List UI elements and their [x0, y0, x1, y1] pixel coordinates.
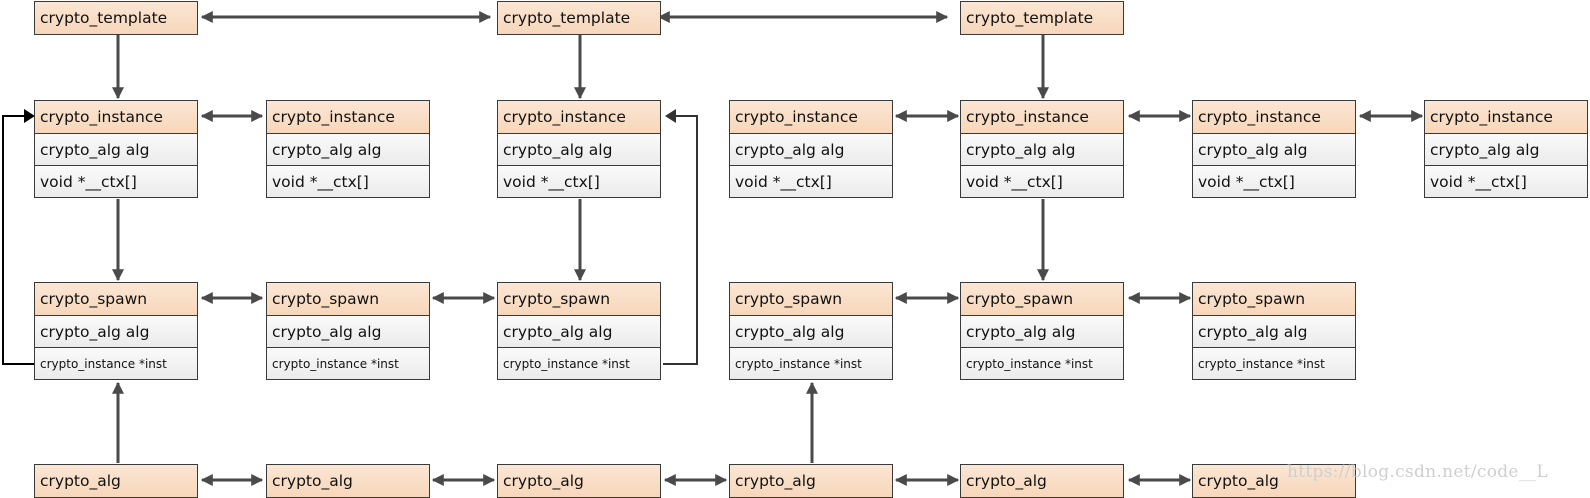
crypto-instance-box-4: crypto_instance crypto_alg alg void *__c… — [729, 100, 893, 198]
struct-name: crypto_spawn — [961, 283, 1123, 315]
crypto-alg-box-3: crypto_alg — [497, 464, 661, 498]
crypto-spawn-box-4: crypto_spawn crypto_alg alg crypto_insta… — [729, 282, 893, 380]
inst-field: crypto_instance *inst — [498, 347, 660, 379]
crypto-instance-box-6: crypto_instance crypto_alg alg void *__c… — [1192, 100, 1356, 198]
alg-field: crypto_alg alg — [961, 315, 1123, 347]
inst-field: crypto_instance *inst — [961, 347, 1123, 379]
crypto-spawn-box-3: crypto_spawn crypto_alg alg crypto_insta… — [497, 282, 661, 380]
struct-name: crypto_instance — [35, 101, 197, 133]
struct-name: crypto_instance — [267, 101, 429, 133]
struct-name: crypto_spawn — [1193, 283, 1355, 315]
crypto-alg-box-2: crypto_alg — [266, 464, 430, 498]
alg-field: crypto_alg alg — [730, 315, 892, 347]
ctx-field: void *__ctx[] — [35, 165, 197, 197]
struct-name: crypto_alg — [730, 465, 892, 497]
inst-field: crypto_instance *inst — [730, 347, 892, 379]
alg-field: crypto_alg alg — [498, 315, 660, 347]
struct-name: crypto_alg — [498, 465, 660, 497]
alg-field: crypto_alg alg — [35, 133, 197, 165]
struct-name: crypto_instance — [1193, 101, 1355, 133]
crypto-instance-box-1: crypto_instance crypto_alg alg void *__c… — [34, 100, 198, 198]
alg-field: crypto_alg alg — [267, 133, 429, 165]
struct-name: crypto_spawn — [730, 283, 892, 315]
alg-field: crypto_alg alg — [498, 133, 660, 165]
crypto-spawn-box-1: crypto_spawn crypto_alg alg crypto_insta… — [34, 282, 198, 380]
inst-field: crypto_instance *inst — [35, 347, 197, 379]
ctx-field: void *__ctx[] — [961, 165, 1123, 197]
watermark-text: https://blog.csdn.net/code__L — [1287, 462, 1548, 482]
struct-name: crypto_instance — [1425, 101, 1587, 133]
alg-field: crypto_alg alg — [35, 315, 197, 347]
struct-name: crypto_alg — [35, 465, 197, 497]
ctx-field: void *__ctx[] — [730, 165, 892, 197]
struct-name: crypto_instance — [498, 101, 660, 133]
struct-name: crypto_spawn — [35, 283, 197, 315]
arrowhead-spawn3-inst — [665, 109, 676, 123]
struct-name: crypto_alg — [1193, 465, 1355, 497]
alg-field: crypto_alg alg — [1425, 133, 1587, 165]
crypto-instance-box-2: crypto_instance crypto_alg alg void *__c… — [266, 100, 430, 198]
crypto-instance-box-5: crypto_instance crypto_alg alg void *__c… — [960, 100, 1124, 198]
crypto-alg-box-5: crypto_alg — [960, 464, 1124, 498]
crypto-spawn-box-6: crypto_spawn crypto_alg alg crypto_insta… — [1192, 282, 1356, 380]
struct-name: crypto_spawn — [267, 283, 429, 315]
ctx-field: void *__ctx[] — [498, 165, 660, 197]
alg-field: crypto_alg alg — [1193, 315, 1355, 347]
alg-field: crypto_alg alg — [730, 133, 892, 165]
struct-name: crypto_template — [498, 2, 660, 34]
struct-name: crypto_instance — [730, 101, 892, 133]
alg-field: crypto_alg alg — [267, 315, 429, 347]
alg-field: crypto_alg alg — [1193, 133, 1355, 165]
crypto-template-box-2: crypto_template — [497, 1, 661, 35]
struct-name: crypto_spawn — [498, 283, 660, 315]
arrowhead-spawn1-inst — [24, 109, 35, 123]
inst-field: crypto_instance *inst — [1193, 347, 1355, 379]
crypto-instance-box-3: crypto_instance crypto_alg alg void *__c… — [497, 100, 661, 198]
link-spawn3-inst-to-instance3 — [663, 115, 698, 365]
crypto-template-box-1: crypto_template — [34, 1, 198, 35]
crypto-template-box-3: crypto_template — [960, 1, 1124, 35]
struct-name: crypto_alg — [961, 465, 1123, 497]
link-spawn1-inst-to-instance1 — [2, 115, 35, 365]
crypto-instance-box-7: crypto_instance crypto_alg alg void *__c… — [1424, 100, 1588, 198]
struct-name: crypto_template — [961, 2, 1123, 34]
struct-name: crypto_template — [35, 2, 197, 34]
crypto-spawn-box-2: crypto_spawn crypto_alg alg crypto_insta… — [266, 282, 430, 380]
alg-field: crypto_alg alg — [961, 133, 1123, 165]
crypto-spawn-box-5: crypto_spawn crypto_alg alg crypto_insta… — [960, 282, 1124, 380]
crypto-alg-box-1: crypto_alg — [34, 464, 198, 498]
ctx-field: void *__ctx[] — [1193, 165, 1355, 197]
ctx-field: void *__ctx[] — [1425, 165, 1587, 197]
inst-field: crypto_instance *inst — [267, 347, 429, 379]
ctx-field: void *__ctx[] — [267, 165, 429, 197]
crypto-alg-box-4: crypto_alg — [729, 464, 893, 498]
crypto-alg-box-6: crypto_alg — [1192, 464, 1356, 498]
struct-name: crypto_instance — [961, 101, 1123, 133]
struct-name: crypto_alg — [267, 465, 429, 497]
